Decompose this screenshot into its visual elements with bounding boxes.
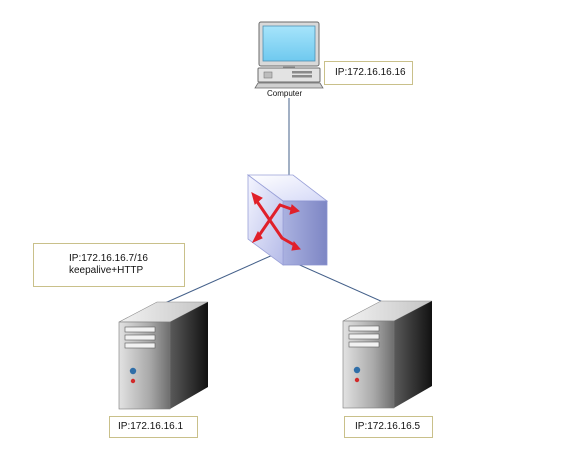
server-icon-2 [342,300,433,409]
link-switch-server1 [155,253,276,308]
computer-label: Computer [267,89,303,98]
switch-vip-note: IP:172.16.16.7/16 keepalive+HTTP [33,243,185,287]
server1-ip-note: IP:172.16.16.1 [109,416,198,438]
server2-ip-text: IP:172.16.16.5 [355,421,421,432]
computer-ip-note: IP:172.16.16.16 [324,61,413,85]
switch-icon [246,174,329,266]
vip-ip-text: IP:172.16.16.7/16 [69,253,148,264]
computer-ip-text: IP:172.16.16.16 [335,67,406,78]
computer-icon [254,21,324,89]
server-icon-1 [118,301,209,410]
vip-service-text: keepalive+HTTP [69,265,144,276]
server1-ip-text: IP:172.16.16.1 [118,421,184,432]
server2-ip-note: IP:172.16.16.5 [344,416,433,438]
